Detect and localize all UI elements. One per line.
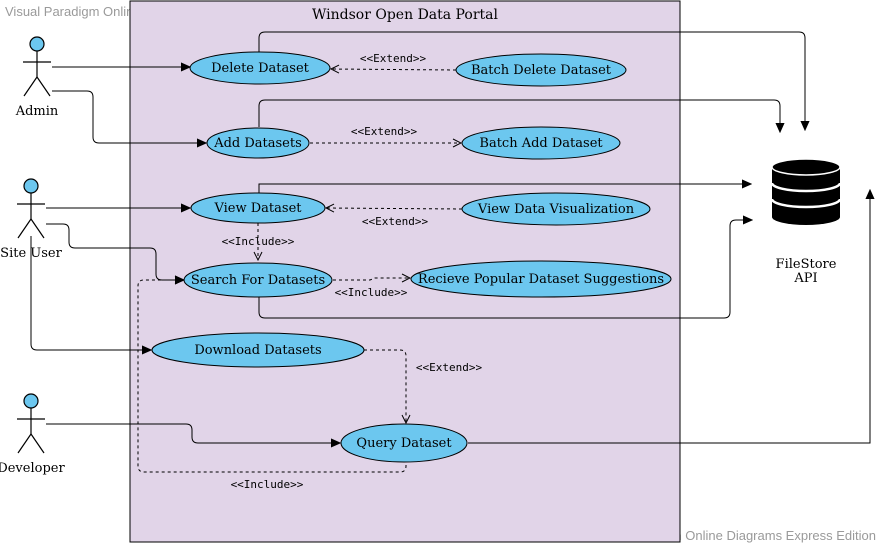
assoc-user-search	[46, 223, 184, 280]
use-case-view-data-visualization[interactable]: View Data Visualization	[461, 192, 651, 226]
actor-admin-label: Admin	[15, 104, 59, 119]
assoc-delete-filestore	[258, 31, 805, 130]
use-case-add-datasets[interactable]: Add Datasets	[206, 127, 310, 159]
stereotype-extend-delete: <<Extend>>	[360, 52, 427, 65]
extend-download-query	[364, 349, 406, 423]
assoc-view-filestore	[258, 184, 751, 193]
extend-view-visualization	[326, 208, 463, 209]
stereotype-extend-download: <<Extend>>	[416, 361, 483, 374]
extend-batch-delete	[331, 69, 457, 70]
assoc-search-filestore	[258, 220, 752, 319]
actor-developer[interactable]: Developer	[0, 393, 65, 476]
assoc-developer-query	[46, 423, 340, 443]
include-search-suggestions	[333, 278, 410, 280]
assoc-admin-add	[52, 90, 206, 143]
svg-text:Recieve Popular Dataset Sugges: Recieve Popular Dataset Suggestions	[418, 272, 664, 287]
actor-developer-label: Developer	[0, 461, 65, 476]
svg-text:Batch Delete Dataset: Batch Delete Dataset	[471, 63, 612, 78]
use-case-batch-delete-dataset[interactable]: Batch Delete Dataset	[455, 53, 627, 87]
include-query-search	[137, 280, 407, 473]
actor-admin[interactable]: Admin	[15, 36, 59, 119]
filestore-database-icon[interactable]: FileStore API	[770, 158, 842, 286]
use-case-download-datasets[interactable]: Download Datasets	[151, 332, 365, 368]
use-case-search-for-datasets[interactable]: Search For Datasets	[183, 262, 333, 298]
svg-text:Batch Add Dataset: Batch Add Dataset	[479, 136, 603, 151]
use-case-recieve-popular-suggestions[interactable]: Recieve Popular Dataset Suggestions	[410, 260, 672, 298]
svg-text:View Dataset: View Dataset	[213, 201, 302, 216]
svg-text:Add Datasets: Add Datasets	[213, 136, 302, 151]
stereotype-extend-add: <<Extend>>	[351, 125, 418, 138]
actor-site-user[interactable]: Site User	[0, 178, 63, 261]
filestore-label-line1: FileStore	[776, 257, 837, 272]
actor-site-user-label: Site User	[0, 246, 62, 261]
stereotype-include-search: <<Include>>	[335, 286, 408, 299]
system-title: Windsor Open Data Portal	[312, 7, 498, 23]
stereotype-include-view: <<Include>>	[222, 235, 295, 248]
filestore-label-line2: API	[793, 271, 817, 286]
assoc-add-filestore	[258, 99, 780, 132]
assoc-query-filestore	[468, 190, 870, 444]
use-case-view-dataset[interactable]: View Dataset	[190, 192, 326, 224]
stereotype-extend-view: <<Extend>>	[362, 215, 429, 228]
svg-text:View Data Visualization: View Data Visualization	[477, 202, 635, 217]
stereotype-include-query: <<Include>>	[231, 478, 304, 491]
use-case-delete-dataset[interactable]: Delete Dataset	[189, 51, 331, 85]
use-case-batch-add-dataset[interactable]: Batch Add Dataset	[461, 126, 621, 160]
assoc-user-download	[30, 236, 151, 350]
use-case-query-dataset[interactable]: Query Dataset	[340, 423, 468, 463]
svg-text:Delete Dataset: Delete Dataset	[211, 61, 310, 76]
svg-text:Query Dataset: Query Dataset	[356, 436, 452, 451]
svg-text:Search For Datasets: Search For Datasets	[191, 273, 325, 288]
svg-text:Download Datasets: Download Datasets	[194, 343, 321, 358]
